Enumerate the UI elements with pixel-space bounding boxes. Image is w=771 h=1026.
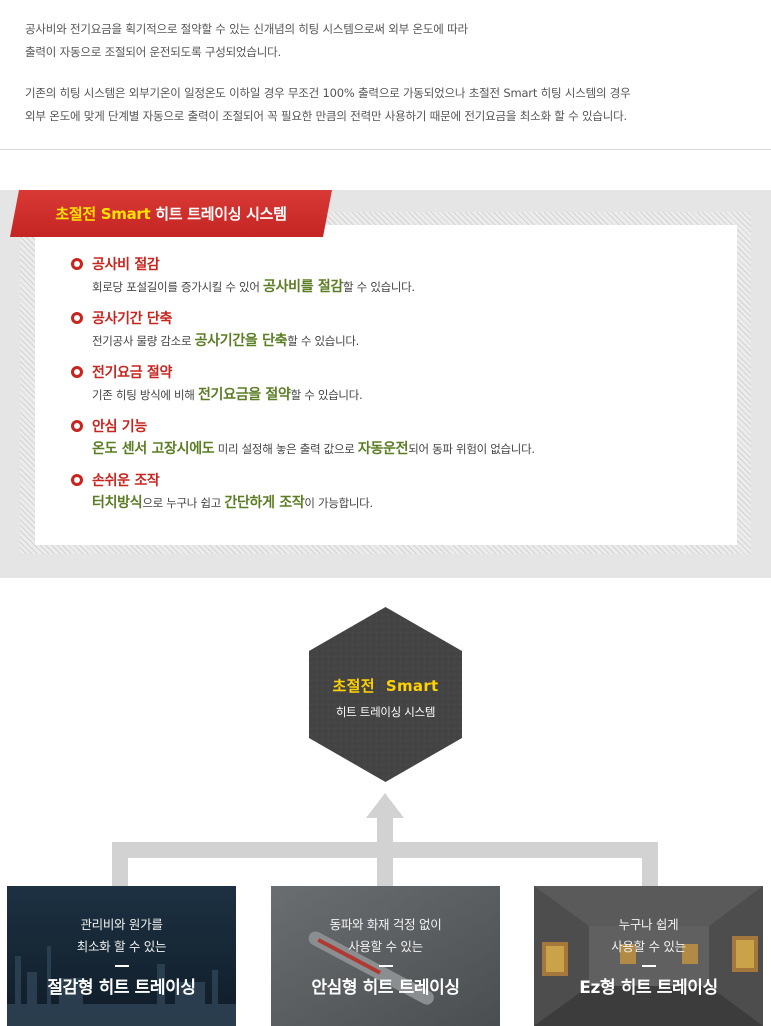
type-card-line1: 관리비와 원가를 bbox=[80, 917, 163, 932]
connector-right bbox=[642, 842, 658, 886]
feature-title: 손쉬운 조작 bbox=[92, 473, 160, 489]
bullet-icon bbox=[71, 474, 83, 486]
feature-highlight: 간단하게 조작 bbox=[224, 495, 305, 511]
feature-text: 전기공사 물량 감소로 bbox=[92, 334, 195, 348]
intro-text: 외부 온도에 맞게 단계별 자동으로 출력이 조절되어 꼭 필요한 만큼의 전력… bbox=[25, 109, 627, 123]
feature-title: 안심 기능 bbox=[92, 419, 147, 435]
feature-text: 기존 히팅 방식에 비해 bbox=[92, 388, 198, 402]
feature-desc: 터치방식으로 누구나 쉽고 간단하게 조작이 가능합니다. bbox=[92, 491, 535, 516]
bullet-icon bbox=[71, 312, 83, 324]
feature-text: 할 수 있습니다. bbox=[290, 388, 363, 402]
feature-text: 미리 설정해 놓은 출력 값으로 bbox=[214, 442, 358, 456]
type-card-line2: 사용할 수 있는 bbox=[611, 939, 686, 954]
feature-desc: 기존 히팅 방식에 비해 전기요금을 절약할 수 있습니다. bbox=[92, 383, 535, 408]
type-card-line2: 최소화 할 수 있는 bbox=[76, 939, 167, 954]
feature-highlight: 자동운전 bbox=[357, 441, 409, 457]
ribbon-text: 히트 트레이싱 시스템 bbox=[150, 205, 287, 223]
feature-title: 공사기간 단축 bbox=[92, 311, 173, 327]
feature-desc: 회로당 포설길이를 증가시킬 수 있어 공사비를 절감할 수 있습니다. bbox=[92, 275, 535, 300]
divider bbox=[641, 965, 656, 967]
section-ribbon-title: 초절전 Smart 히트 트레이싱 시스템 bbox=[10, 190, 332, 237]
divider bbox=[378, 965, 393, 967]
bullet-icon bbox=[71, 258, 83, 270]
feature-text: 회로당 포설길이를 증가시킬 수 있어 bbox=[92, 280, 263, 294]
type-card-saving[interactable]: 관리비와 원가를 최소화 할 수 있는 절감형 히트 트레이싱 bbox=[7, 886, 236, 1026]
feature-title: 공사비 절감 bbox=[92, 257, 160, 273]
type-card-line1: 누구나 쉽게 bbox=[618, 917, 679, 932]
feature-text: 으로 누구나 쉽고 bbox=[142, 496, 225, 510]
hexagon-subtitle: 히트 트레이싱 시스템 bbox=[335, 705, 436, 719]
bullet-icon bbox=[71, 366, 83, 378]
divider bbox=[114, 965, 129, 967]
type-card-name: Ez형 히트 트레이싱 bbox=[579, 978, 718, 998]
feature-highlight: 전기요금을 절약 bbox=[197, 387, 291, 403]
feature-list: 공사비 절감 회로당 포설길이를 증가시킬 수 있어 공사비를 절감할 수 있습… bbox=[71, 253, 535, 523]
bullet-icon bbox=[71, 420, 83, 432]
intro-text: 기존의 히팅 시스템은 외부기온이 일정온도 이하일 경우 무조건 100% 출… bbox=[25, 86, 631, 100]
type-card-name: 안심형 히트 트레이싱 bbox=[311, 978, 460, 998]
feature-text: 할 수 있습니다. bbox=[343, 280, 415, 294]
gallery-room-image bbox=[534, 886, 763, 1026]
type-card-ez[interactable]: 누구나 쉽게 사용할 수 있는 Ez형 히트 트레이싱 bbox=[534, 886, 763, 1026]
feature-item-period: 공사기간 단축 전기공사 물량 감소로 공사기간을 단축할 수 있습니다. bbox=[71, 307, 535, 361]
intro-text: 출력이 자동으로 조절되어 운전되도록 구성되었습니다. bbox=[25, 45, 282, 59]
feature-item-easy: 손쉬운 조작 터치방식으로 누구나 쉽고 간단하게 조작이 가능합니다. bbox=[71, 469, 535, 523]
hexagon-shape bbox=[309, 607, 462, 782]
feature-highlight: 온도 센서 고장시에도 bbox=[92, 441, 215, 457]
intro-paragraph-2: 기존의 히팅 시스템은 외부기온이 일정온도 이하일 경우 무조건 100% 출… bbox=[25, 82, 771, 128]
feature-item-safety: 안심 기능 온도 센서 고장시에도 미리 설정해 놓은 출력 값으로 자동운전되… bbox=[71, 415, 535, 469]
feature-desc: 온도 센서 고장시에도 미리 설정해 놓은 출력 값으로 자동운전되어 동파 위… bbox=[92, 437, 535, 462]
feature-text: 되어 동파 위험이 없습니다. bbox=[408, 442, 535, 456]
feature-desc: 전기공사 물량 감소로 공사기간을 단축할 수 있습니다. bbox=[92, 329, 535, 354]
feature-item-electricity: 전기요금 절약 기존 히팅 방식에 비해 전기요금을 절약할 수 있습니다. bbox=[71, 361, 535, 415]
hexagon-title: 초절전 Smart bbox=[332, 677, 439, 695]
feature-item-cost: 공사비 절감 회로당 포설길이를 증가시킬 수 있어 공사비를 절감할 수 있습… bbox=[71, 253, 535, 307]
intro-paragraph-1: 공사비와 전기요금을 획기적으로 절약할 수 있는 신개념의 히팅 시스템으로써… bbox=[25, 18, 771, 64]
industrial-plant-image bbox=[7, 886, 236, 1026]
feature-highlight: 터치방식 bbox=[92, 495, 143, 511]
connector-left bbox=[112, 842, 128, 886]
system-hexagon: 초절전 Smart 히트 트레이싱 시스템 bbox=[309, 607, 462, 782]
thermometer-image bbox=[271, 886, 500, 1026]
connector-stem bbox=[377, 818, 393, 886]
feature-text: 할 수 있습니다. bbox=[287, 334, 359, 348]
feature-highlight: 공사비를 절감 bbox=[262, 279, 344, 295]
features-section: 공사비 절감 회로당 포설길이를 증가시킬 수 있어 공사비를 절감할 수 있습… bbox=[0, 190, 771, 578]
features-card: 공사비 절감 회로당 포설길이를 증가시킬 수 있어 공사비를 절감할 수 있습… bbox=[35, 225, 737, 545]
intro-text: 공사비와 전기요금을 획기적으로 절약할 수 있는 신개념의 히팅 시스템으로써… bbox=[25, 22, 468, 36]
arrow-up-icon bbox=[366, 793, 404, 818]
feature-text: 이 가능합니다. bbox=[304, 496, 373, 510]
feature-highlight: 공사기간을 단축 bbox=[194, 333, 288, 349]
type-card-line2: 사용할 수 있는 bbox=[348, 939, 423, 954]
type-card-safe[interactable]: 동파와 화재 걱정 없이 사용할 수 있는 안심형 히트 트레이싱 bbox=[271, 886, 500, 1026]
type-card-name: 절감형 히트 트레이싱 bbox=[47, 978, 196, 998]
feature-title: 전기요금 절약 bbox=[92, 365, 173, 381]
type-card-line1: 동파와 화재 걱정 없이 bbox=[329, 917, 442, 932]
intro-section: 공사비와 전기요금을 획기적으로 절약할 수 있는 신개념의 히팅 시스템으로써… bbox=[0, 0, 771, 150]
ribbon-highlight: 초절전 Smart bbox=[55, 205, 151, 223]
